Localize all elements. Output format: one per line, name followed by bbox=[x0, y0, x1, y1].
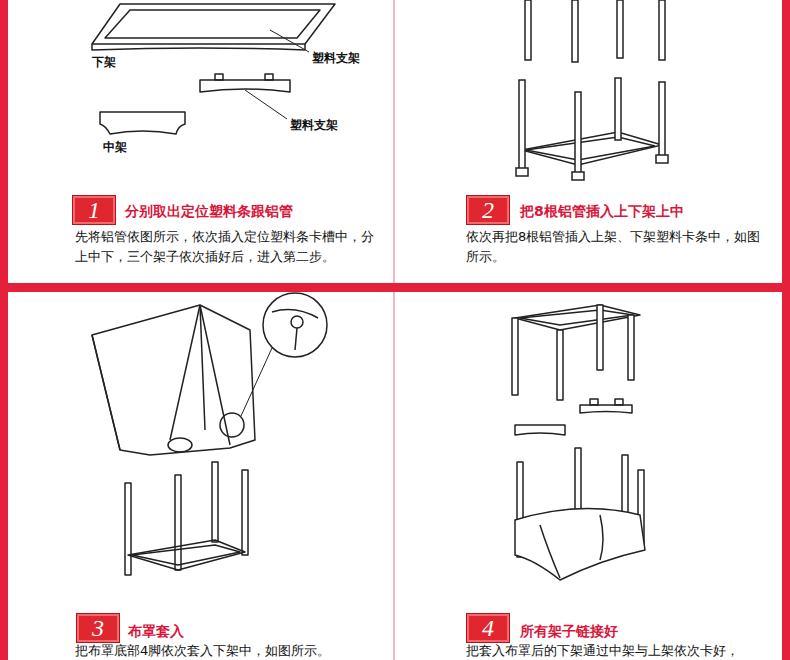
line-art bbox=[522, 132, 662, 165]
step-body: 先将铝管依图所示，依次插入定位塑料条卡槽中，分上中下，三个架子依次插好后，进入第… bbox=[75, 227, 375, 267]
line-art bbox=[393, 0, 395, 283]
line-art bbox=[572, 0, 578, 62]
line-art bbox=[659, 82, 665, 157]
line-art bbox=[92, 44, 305, 50]
step-body: 依次再把8根铝管插入上架、下架塑料卡条中，如图所示。 bbox=[466, 227, 766, 267]
line-art bbox=[270, 30, 309, 52]
step-badge: 2 bbox=[466, 195, 510, 225]
step-body: 把布罩底部4脚依次套入下架中，如图所示。 bbox=[75, 643, 385, 658]
line-art bbox=[125, 483, 131, 575]
line-art bbox=[0, 283, 790, 292]
line-art bbox=[175, 475, 181, 570]
line-art bbox=[291, 316, 303, 328]
part-label: 塑料支架 bbox=[290, 117, 360, 133]
line-art bbox=[515, 305, 640, 330]
part-label: 中架 bbox=[103, 139, 143, 155]
line-art bbox=[617, 0, 623, 58]
line-art bbox=[215, 74, 223, 80]
line-art bbox=[519, 80, 525, 170]
line-art bbox=[520, 310, 633, 325]
line-art bbox=[782, 0, 790, 660]
line-art bbox=[590, 399, 598, 405]
line-art bbox=[515, 509, 645, 580]
line-art bbox=[263, 293, 327, 357]
line-art bbox=[200, 305, 230, 445]
step-number: 4 bbox=[482, 616, 494, 640]
line-art bbox=[557, 330, 563, 400]
line-art bbox=[540, 525, 560, 578]
line-art bbox=[516, 168, 528, 176]
line-art bbox=[92, 4, 335, 44]
line-art bbox=[656, 155, 668, 163]
step2-poles bbox=[516, 0, 668, 180]
line-art bbox=[105, 10, 320, 38]
line-art bbox=[265, 74, 273, 80]
line-art bbox=[245, 90, 287, 119]
line-art bbox=[659, 0, 665, 60]
line-art bbox=[220, 413, 244, 437]
part-label: 塑料支架 bbox=[312, 50, 382, 66]
line-art bbox=[515, 425, 565, 435]
line-art bbox=[132, 545, 240, 565]
step-title: 布罩套入 bbox=[128, 622, 328, 640]
step-title: 分别取出定位塑料条跟铝管 bbox=[125, 202, 365, 220]
line-art bbox=[168, 438, 192, 452]
line-art bbox=[92, 335, 120, 450]
line-art bbox=[575, 92, 581, 174]
step4-assembly bbox=[512, 305, 645, 580]
line-art bbox=[295, 328, 297, 350]
line-art bbox=[242, 470, 248, 555]
line-art bbox=[615, 78, 621, 140]
step-title: 所有架子链接好 bbox=[520, 622, 760, 640]
step-badge: 1 bbox=[72, 195, 116, 225]
step-number: 2 bbox=[482, 198, 494, 222]
line-art bbox=[628, 315, 634, 380]
line-art bbox=[597, 305, 603, 370]
line-art bbox=[572, 172, 584, 180]
line-art bbox=[526, 137, 655, 160]
step3-cover bbox=[92, 293, 327, 575]
line-art bbox=[600, 515, 603, 560]
line-art bbox=[512, 318, 518, 395]
step1-parts bbox=[92, 4, 335, 134]
step-number: 1 bbox=[88, 198, 100, 222]
step-body: 把套入布罩后的下架通过中架与上架依次卡好， bbox=[466, 643, 776, 658]
step-title: 把8根铝管插入上下架上中 bbox=[520, 202, 760, 220]
line-art bbox=[525, 0, 531, 60]
line-art bbox=[241, 348, 272, 416]
line-art bbox=[212, 462, 218, 542]
line-art bbox=[580, 405, 632, 413]
part-label: 下架 bbox=[92, 54, 132, 70]
line-art bbox=[92, 305, 255, 455]
line-art bbox=[128, 540, 245, 570]
step-number: 3 bbox=[92, 616, 104, 640]
line-art bbox=[393, 292, 395, 660]
step-badge: 3 bbox=[76, 613, 120, 643]
step-badge: 4 bbox=[466, 613, 510, 643]
line-art bbox=[100, 112, 185, 134]
line-art bbox=[170, 305, 200, 440]
line-art bbox=[0, 0, 8, 660]
line-art bbox=[615, 399, 623, 405]
